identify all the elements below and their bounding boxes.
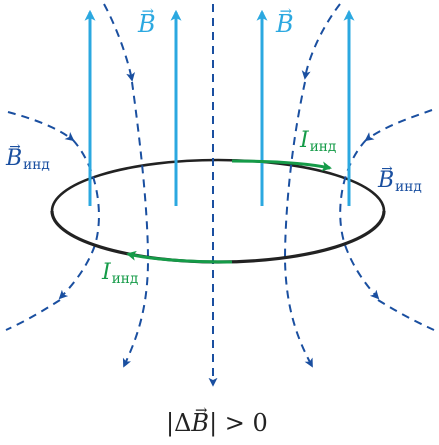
induced-field-line-right-far-bottom [377, 299, 435, 331]
induced-field-line-left-far-bottom [5, 299, 61, 331]
induced-field-line-right-inner-top [301, 3, 341, 80]
loop-back-arc [50, 158, 386, 212]
label-b-left: B [138, 12, 156, 36]
label-b-ind-left: Bинд [6, 148, 50, 173]
label-i-ind-top: Iинд [300, 128, 337, 156]
label-b-right: B [276, 12, 294, 36]
induced-current-arrow-bottom [126, 250, 233, 264]
label-i-ind-bottom: Iинд [102, 260, 139, 288]
formula-delta-b-positive: |ΔB| > 0 [166, 411, 268, 435]
induced-field-line-right-outer-bottom [339, 139, 380, 300]
induced-field-line-left-outer-bottom [58, 139, 100, 300]
label-b-ind-right: Bинд [378, 170, 422, 195]
induced-field-line-right-outer-top [364, 109, 433, 142]
induced-field-line-left-inner-top [103, 3, 135, 82]
induced-field-line-right-inner-bottom [283, 81, 313, 368]
induced-current-arrow-top [231, 159, 332, 172]
induced-field-line-left-outer-top [7, 111, 75, 142]
loop-front-arc [50, 210, 386, 264]
induced-field-line-left-inner-bottom [122, 81, 150, 368]
